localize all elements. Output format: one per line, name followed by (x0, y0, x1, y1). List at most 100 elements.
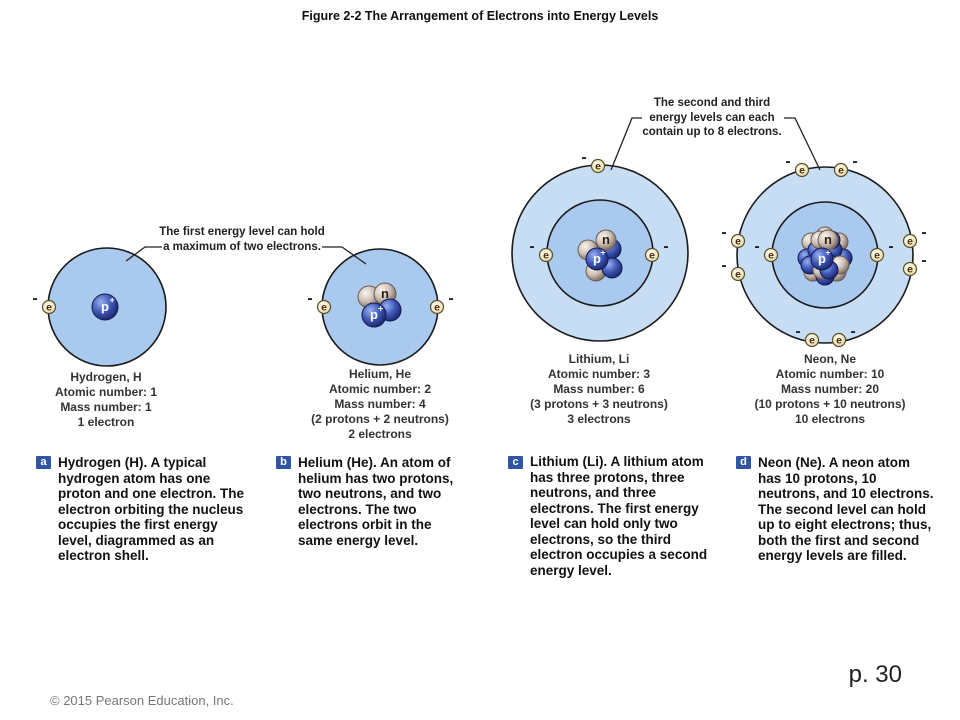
neon-electrons: 10 electrons (794, 412, 866, 426)
svg-text:e: e (907, 264, 913, 276)
svg-text:+: + (110, 295, 115, 305)
svg-text:-: - (721, 224, 726, 241)
svg-text:e: e (649, 250, 655, 262)
svg-text:+: + (378, 303, 383, 313)
neon-electron-4: e- (833, 153, 858, 178)
helium-electron-1: e- (307, 290, 332, 315)
svg-text:e: e (838, 165, 844, 177)
svg-text:-: - (663, 238, 668, 255)
caption-b-text: Helium (He). An atom of helium has two p… (298, 455, 454, 548)
svg-text:e: e (543, 250, 549, 262)
svg-text:e: e (595, 161, 601, 173)
svg-text:e: e (735, 236, 741, 248)
lithium-atomic-number: Atomic number: 3 (547, 367, 650, 381)
caption-b-badge: b (276, 456, 291, 469)
lithium-electron-1: e- (529, 238, 554, 263)
svg-text:e: e (46, 302, 52, 314)
helium-mass-number: Mass number: 4 (334, 397, 426, 411)
caption-c-text: Lithium (Li). A lithium atom has three p… (530, 454, 708, 578)
lithium-mass-number: Mass number: 6 (553, 382, 645, 396)
svg-text:p: p (101, 299, 109, 314)
svg-text:p: p (818, 251, 826, 266)
helium-electrons: 2 electrons (348, 427, 412, 441)
svg-text:-: - (921, 224, 926, 241)
lithium-electron-3: e- (581, 149, 606, 174)
svg-text:-: - (754, 238, 759, 255)
hydrogen-electron-1: e- (32, 290, 57, 315)
helium-composition: (2 protons + 2 neutrons) (311, 412, 449, 426)
neon-electron-9: e- (795, 323, 820, 348)
svg-text:e: e (768, 250, 774, 262)
caption-d-text: Neon (Ne). A neon atom has 10 protons, 1… (758, 455, 934, 563)
leader-neon-shell (784, 117, 821, 171)
page-number: p. 30 (848, 661, 902, 688)
hydrogen-mass-number: Mass number: 1 (60, 400, 152, 414)
svg-text:p: p (370, 307, 378, 322)
leader-hydrogen-shell (125, 246, 162, 262)
helium-electron-2: e- (429, 290, 454, 315)
caption-d-badge: d (736, 456, 751, 469)
lithium-proton-3: p+ (585, 247, 609, 271)
svg-text:-: - (921, 252, 926, 269)
neon-electron-1: e- (754, 238, 779, 263)
svg-text:-: - (850, 323, 855, 340)
leader-helium-shell (322, 246, 367, 265)
svg-text:e: e (874, 250, 880, 262)
lithium-name: Lithium, Li (568, 352, 630, 366)
neon-electron-3: e- (785, 153, 810, 178)
svg-text:+: + (825, 248, 830, 258)
svg-text:e: e (836, 335, 842, 347)
svg-text:e: e (434, 302, 440, 314)
neon-electron-5: e- (721, 224, 746, 249)
svg-text:-: - (852, 153, 857, 170)
neon-electron-8: e- (902, 252, 927, 277)
svg-text:-: - (529, 238, 534, 255)
svg-text:e: e (799, 165, 805, 177)
svg-text:p: p (593, 251, 601, 266)
svg-text:+: + (600, 248, 605, 258)
svg-text:-: - (888, 238, 893, 255)
svg-text:n: n (824, 232, 832, 247)
lithium-electron-2: e- (644, 238, 669, 263)
helium-info: Helium, He Atomic number: 2 Mass number:… (290, 367, 470, 442)
neon-electron-2: e- (869, 238, 894, 263)
hydrogen-name: Hydrogen, H (70, 370, 142, 384)
neon-atomic-number: Atomic number: 10 (775, 367, 885, 381)
neon-info: Neon, Ne Atomic number: 10 Mass number: … (732, 352, 928, 427)
caption-a-text: Hydrogen (H). A typical hydrogen atom ha… (58, 455, 245, 563)
svg-text:-: - (581, 149, 586, 166)
neon-mass-number: Mass number: 20 (780, 382, 880, 396)
figure-title: Figure 2-2 The Arrangement of Electrons … (301, 9, 659, 23)
hydrogen-electrons: 1 electron (77, 415, 135, 429)
svg-text:n: n (381, 286, 389, 301)
caption-a-badge: a (36, 456, 51, 469)
svg-text:-: - (795, 323, 800, 340)
copyright-notice: © 2015 Pearson Education, Inc. (50, 693, 234, 708)
neon-name: Neon, Ne (803, 352, 856, 366)
neon-electron-10: e- (831, 323, 856, 348)
svg-text:n: n (602, 232, 610, 247)
callout-second-third-levels: The second and third energy levels can e… (642, 97, 782, 138)
hydrogen-info: Hydrogen, H Atomic number: 1 Mass number… (26, 370, 186, 430)
svg-text:-: - (448, 290, 453, 307)
helium-atomic-number: Atomic number: 2 (328, 382, 431, 396)
helium-name: Helium, He (348, 367, 411, 381)
svg-text:e: e (907, 236, 913, 248)
neon-electron-6: e- (721, 257, 746, 282)
helium-proton-2: p+ (361, 302, 387, 328)
svg-text:-: - (721, 257, 726, 274)
svg-text:-: - (307, 290, 312, 307)
svg-text:e: e (735, 269, 741, 281)
svg-text:-: - (32, 290, 37, 307)
neon-proton-label: p+ (810, 247, 834, 271)
hydrogen-proton: p+ (91, 293, 119, 321)
svg-text:e: e (809, 335, 815, 347)
callout-first-level: The first energy level can hold a maximu… (159, 226, 325, 253)
lithium-composition: (3 protons + 3 neutrons) (530, 397, 668, 411)
lithium-neutron-3: n (595, 229, 617, 251)
lithium-electrons: 3 electrons (567, 412, 631, 426)
lithium-info: Lithium, Li Atomic number: 3 Mass number… (506, 352, 692, 427)
caption-c-badge: c (508, 456, 523, 469)
neon-electron-7: e- (902, 224, 927, 249)
